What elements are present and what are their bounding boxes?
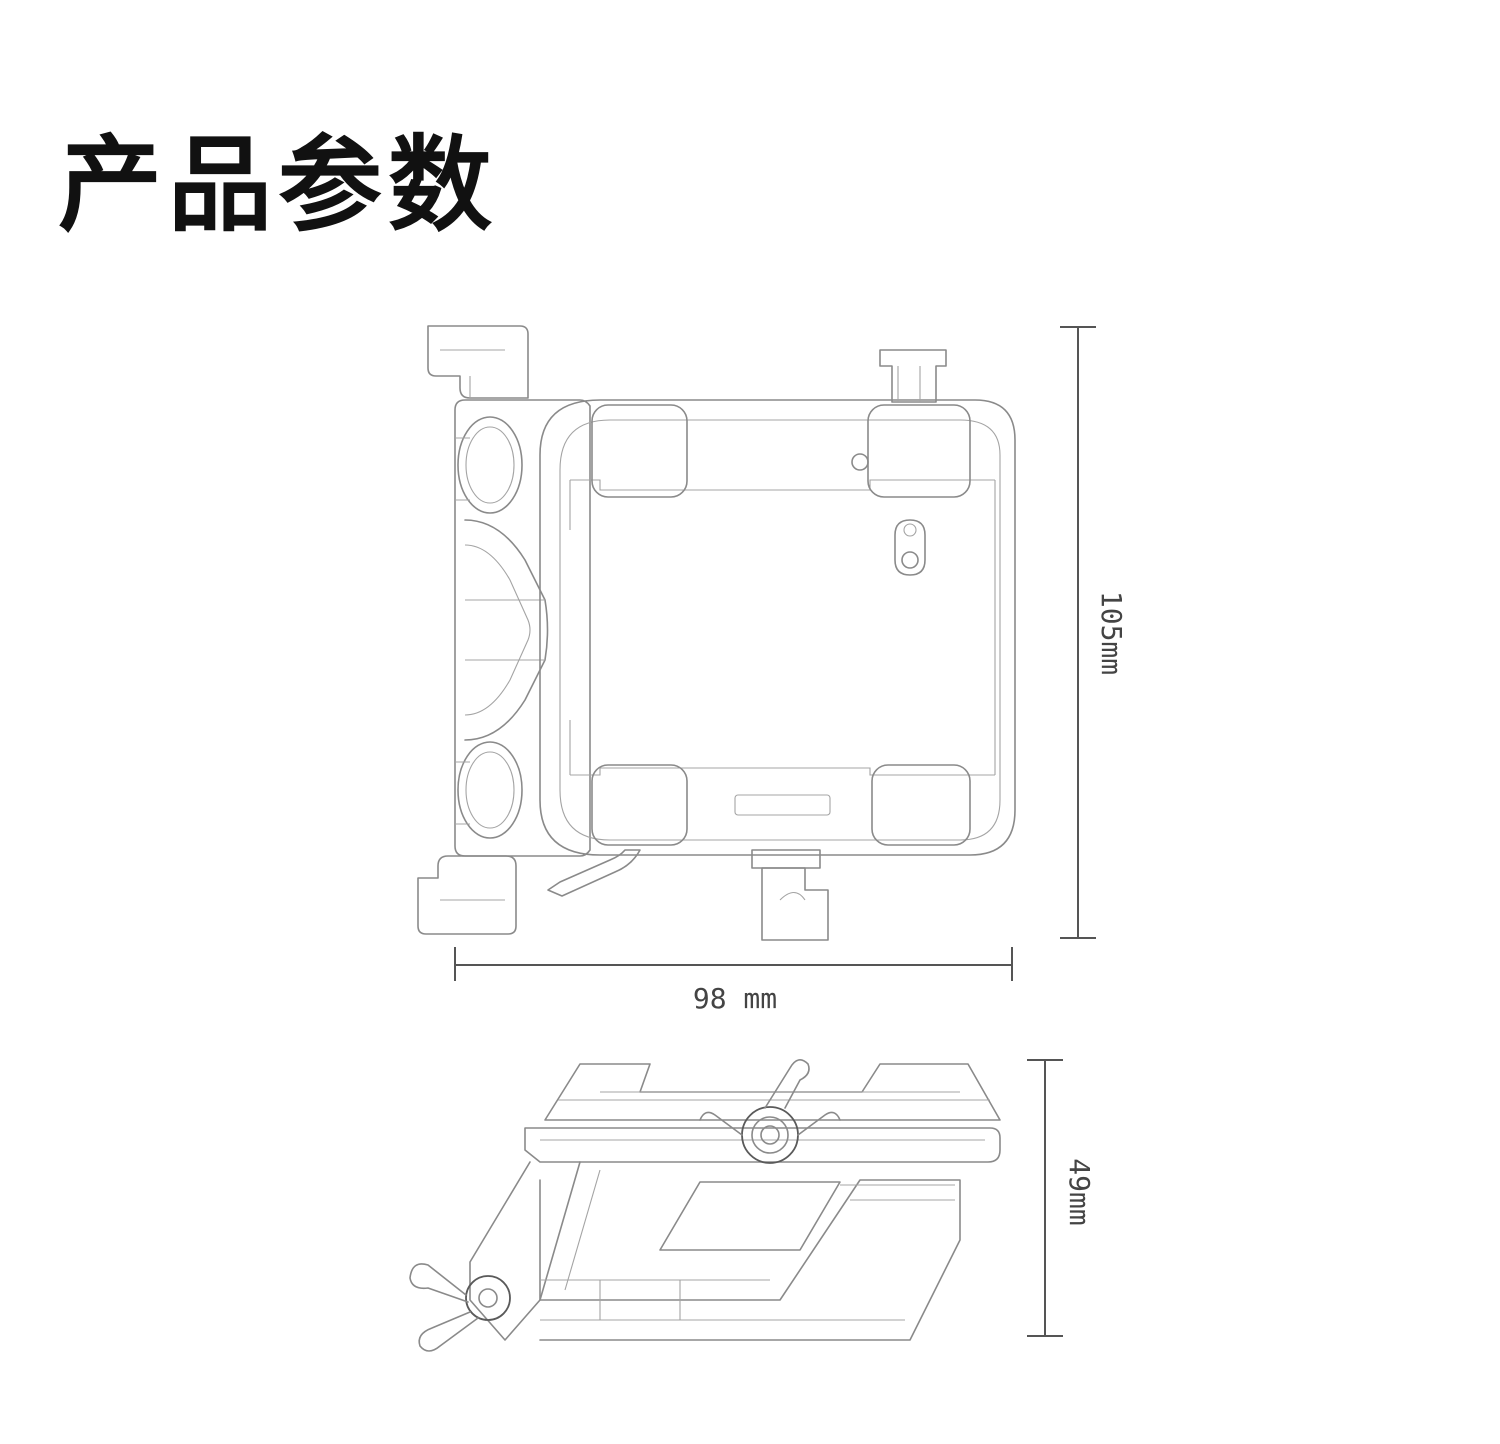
depth-dimension: 49mm	[1027, 1059, 1096, 1337]
height-dimension: 105mm	[1060, 326, 1128, 939]
height-label: 105mm	[1095, 591, 1128, 675]
side-view-drawing	[409, 1059, 1001, 1352]
depth-label: 49mm	[1063, 1158, 1096, 1225]
front-view-drawing	[417, 325, 1016, 941]
width-label: 98 mm	[693, 982, 777, 1015]
width-dimension: 98 mm	[454, 947, 1013, 1015]
page-title: 产品参数	[58, 124, 499, 246]
